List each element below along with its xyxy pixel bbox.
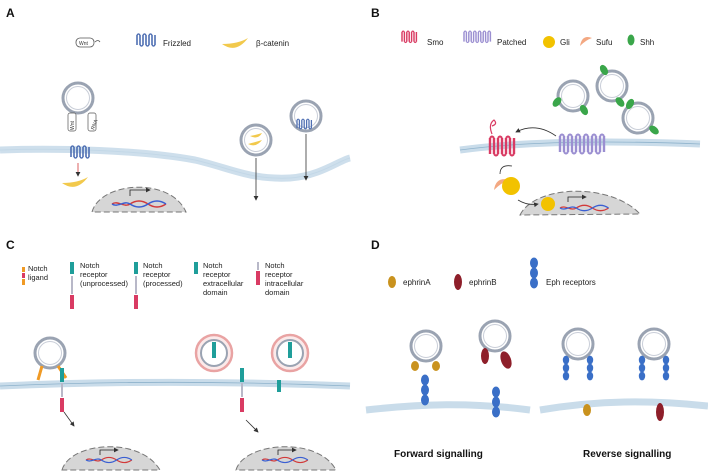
vesicle-wnt-tag xyxy=(67,112,77,132)
membrane-d2 xyxy=(539,398,708,414)
sufu-protein xyxy=(494,179,510,190)
exosome-wnt xyxy=(61,81,95,115)
notch-extracellular-legend-icon xyxy=(194,262,198,274)
patched-legend-icon xyxy=(463,30,492,44)
ephrin-a-legend-icon xyxy=(388,276,396,288)
vesicle-ephrin-b xyxy=(478,319,512,353)
gli-legend-icon xyxy=(543,36,555,48)
ephrin-b-label: ephrinB xyxy=(469,278,497,287)
panel-b-letter: B xyxy=(371,6,380,20)
notch-unprocessed-label: Notch receptor (unprocessed) xyxy=(80,261,128,288)
beta-catenin-label: β-catenin xyxy=(256,39,289,48)
smo-legend-label: Smo xyxy=(427,38,444,47)
sufu-legend-label: Sufu xyxy=(596,38,612,47)
frizzled-legend-icon xyxy=(136,33,156,47)
panel-d-letter: D xyxy=(371,238,380,252)
notch-ligand-label: Notch ligand xyxy=(28,264,50,282)
vesicle-eph-2 xyxy=(637,327,671,361)
eph-legend-icon xyxy=(530,257,538,289)
gli-legend-label: Gli xyxy=(560,38,570,47)
patched-legend-label: Patched xyxy=(497,38,526,47)
ephrin-a-label: ephrinA xyxy=(403,278,431,287)
shh-legend-label: Shh xyxy=(640,38,654,47)
vesicle-rna-tag xyxy=(87,112,97,132)
ephrin-b-legend-icon xyxy=(454,274,462,290)
shh-legend-icon xyxy=(627,34,635,46)
wnt-legend-icon: Wnt xyxy=(75,37,101,48)
notch-ligand-legend-icon xyxy=(22,267,25,285)
notch-processed-legend-icon xyxy=(134,262,138,309)
patched-to-smo-arrow xyxy=(515,127,557,137)
sufu-legend-icon xyxy=(580,37,592,46)
beta-catenin-icon xyxy=(222,38,248,48)
panel-c-letter: C xyxy=(6,238,15,252)
panel-a: A Wnt Frizzled β-catenin Wnt RNA xyxy=(0,6,352,213)
transcription-arrow-a xyxy=(129,187,151,196)
reverse-signalling-caption: Reverse signalling xyxy=(583,449,671,460)
nucleus-a xyxy=(91,186,187,213)
notch-processed-label: Notch receptor (processed) xyxy=(143,261,183,288)
notch-extracellular-label: Notch receptor extracellular domain xyxy=(203,261,246,297)
notch-intracellular-legend-icon xyxy=(256,262,260,285)
panel-a-letter: A xyxy=(6,6,15,20)
gli-protein xyxy=(502,177,520,195)
panel-c: C Notch ligand Notch receptor (unprocess… xyxy=(0,238,351,471)
vesicle-wnt-text: Wnt xyxy=(70,121,76,131)
eph-label: Eph receptors xyxy=(546,278,596,287)
vesicle-ephrin-a xyxy=(409,329,443,363)
wnt-icon-label: Wnt xyxy=(79,41,89,47)
vesicle-rna-text: RNA xyxy=(90,118,99,131)
membrane-d1 xyxy=(365,401,531,414)
vesicle-shh-2 xyxy=(595,69,629,103)
smo-receptor xyxy=(488,135,516,157)
panel-d: D ephrinA ephrinB Eph receptors Forward … xyxy=(365,238,708,460)
nucleus-c2 xyxy=(235,446,337,471)
beta-catenin-cytoplasm xyxy=(62,177,88,187)
panel-b: B Smo Patched Gli Sufu Shh xyxy=(371,6,701,216)
nucleus-c1 xyxy=(61,446,161,471)
membrane-a xyxy=(0,145,352,182)
frizzled-legend-label: Frizzled xyxy=(163,39,191,48)
notch-intracellular-label: Notch receptor intracellular domain xyxy=(265,261,305,297)
vesicle-eph-1 xyxy=(561,327,595,361)
notch-unprocessed-legend-icon xyxy=(70,262,74,309)
nucleus-b xyxy=(519,190,642,216)
vesicle-notch-ligand xyxy=(33,336,67,370)
forward-signalling-caption: Forward signalling xyxy=(394,449,483,460)
smo-legend-icon xyxy=(401,30,418,44)
frizzled-receptor xyxy=(70,145,90,159)
endocytosed-vesicle xyxy=(239,123,273,157)
